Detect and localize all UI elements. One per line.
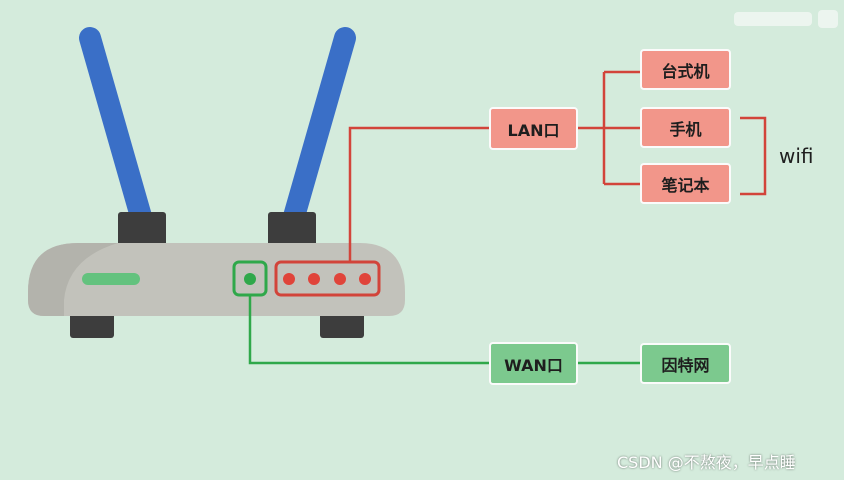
lan-port-led-3 <box>334 273 346 285</box>
desktop-box: 台式机 <box>640 49 731 90</box>
watermark-text: CSDN @不熬夜，早点睡 <box>617 453 796 472</box>
laptop-box: 笔记本 <box>640 163 731 204</box>
wifi-bracket <box>740 116 767 196</box>
lan-ports-outline <box>274 260 381 297</box>
watermark-logo <box>734 10 838 28</box>
wan-connector-line <box>248 295 489 365</box>
router-body-shadow <box>28 243 118 316</box>
wan-port-box: WAN口 <box>489 342 578 385</box>
right-antenna-base <box>268 212 316 246</box>
wan-port-led <box>244 273 256 285</box>
lan-connector-line <box>348 126 489 262</box>
lan-port-box: LAN口 <box>489 107 578 150</box>
phone-box: 手机 <box>640 107 731 148</box>
lan-port-led-1 <box>283 273 295 285</box>
left-antenna-base <box>118 212 166 246</box>
lan-port-led-2 <box>308 273 320 285</box>
lan-branch-lines <box>578 70 640 186</box>
internet-box: 因特网 <box>640 343 731 384</box>
lan-port-led-4 <box>359 273 371 285</box>
wifi-label: wifi <box>779 144 814 168</box>
right-antenna <box>282 27 356 231</box>
status-light <box>82 273 140 285</box>
left-antenna <box>79 27 153 231</box>
